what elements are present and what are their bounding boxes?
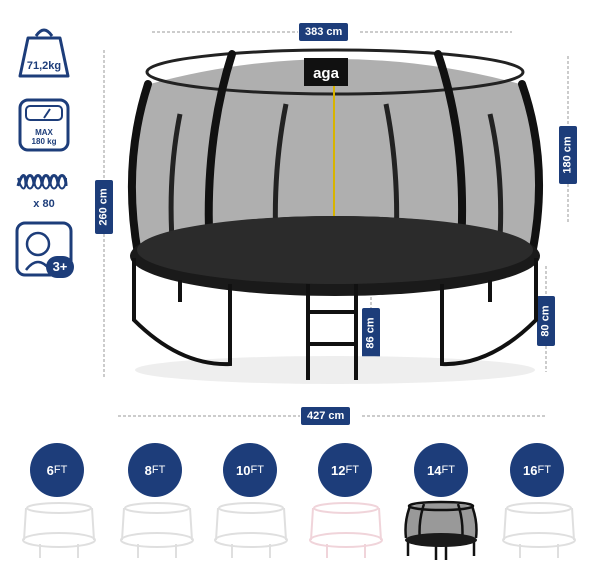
bottom-width-label: 427 cm [301, 407, 351, 425]
thumb-12ft[interactable] [307, 500, 385, 562]
max-load-value: MAX 180 kg [31, 128, 57, 146]
spec-panel: 71,2kg MAX 180 kg x 80 3+ [0, 0, 90, 300]
thumb-8ft[interactable] [118, 500, 196, 562]
trampoline-image: aga [127, 48, 543, 384]
thumb-10ft[interactable] [212, 500, 290, 562]
thumb-6ft[interactable] [20, 500, 98, 562]
frame-height-label: 80 cm [537, 296, 555, 346]
weight-value: 71,2kg [26, 60, 62, 72]
net-height-label: 180 cm [559, 126, 577, 184]
age-badge: 3+ [46, 256, 74, 278]
top-width-label: 383 cm [299, 23, 349, 41]
springs-value: x 80 [33, 198, 55, 210]
weight-icon [18, 28, 70, 78]
thumb-14ft[interactable] [402, 500, 480, 562]
brand-logo: aga [313, 65, 340, 82]
dimension-lines [103, 31, 569, 417]
thumb-16ft[interactable] [500, 500, 578, 562]
scale-icon [18, 98, 70, 152]
spring-icon [16, 174, 68, 190]
ladder-height-label: 86 cm [362, 308, 380, 358]
total-height-label: 260 cm [95, 180, 113, 234]
